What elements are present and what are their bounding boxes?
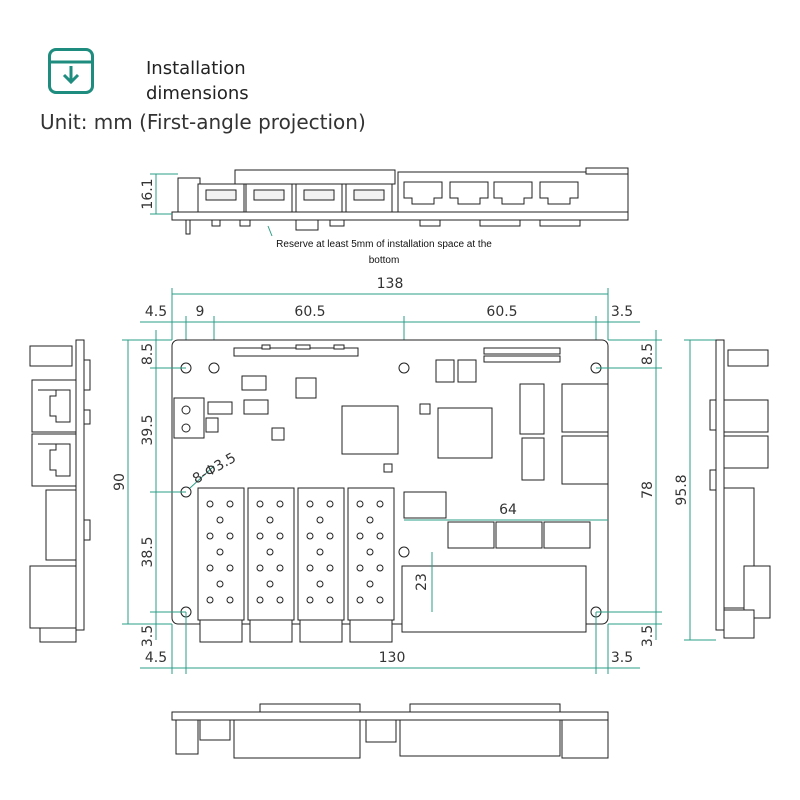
sfp-cages [197, 487, 395, 643]
board-top-view: 8-Φ3.5 64 23 [171, 339, 609, 643]
bottom-dimensions: 4.5 130 3.5 [140, 612, 640, 674]
page-title: Installation dimensions [146, 58, 249, 104]
dim-3-5-top-label: 3.5 [611, 304, 633, 320]
dim-138-label: 138 [377, 276, 404, 292]
dim-60-5-b-label: 60.5 [486, 304, 517, 320]
dim-9-label: 9 [196, 304, 205, 320]
dim-64-label: 64 [499, 502, 517, 518]
side-view-top: 16.1 Reserve at least 5mm of installatio… [140, 167, 629, 266]
dim-8-5-left-label: 8.5 [140, 343, 156, 365]
dim-4-5-bottom-label: 4.5 [145, 650, 167, 666]
dim-95-8-label: 95.8 [674, 474, 690, 505]
download-arrow-icon [51, 60, 91, 85]
side-view-right [709, 339, 771, 639]
dim-3-5-left-label: 3.5 [140, 625, 156, 647]
dim-3-5-right-label: 3.5 [640, 625, 656, 647]
installation-note-line2: bottom [369, 255, 400, 266]
unit-label: Unit: mm (First-angle projection) [40, 110, 366, 134]
dim-23-label: 23 [414, 573, 430, 591]
dim-3-5-bottom-label: 3.5 [611, 650, 633, 666]
download-box-icon [48, 48, 94, 94]
dim-130-label: 130 [379, 650, 406, 666]
left-dimensions: 90 8.5 39.5 38.5 3.5 [112, 330, 186, 647]
right-dimensions: 8.5 78 3.5 95.8 [596, 330, 716, 647]
dim-38-5-label: 38.5 [140, 536, 156, 567]
dim-8-5-right-label: 8.5 [640, 343, 656, 365]
dim-90-label: 90 [112, 473, 128, 491]
dim-39-5-label: 39.5 [140, 414, 156, 445]
side-view-left [29, 339, 91, 643]
top-dimensions: 138 4.5 9 60.5 60.5 3.5 [140, 276, 640, 360]
height-16-1-label: 16.1 [140, 178, 156, 209]
dim-78-label: 78 [640, 481, 656, 499]
installation-note-line1: Reserve at least 5mm of installation spa… [276, 239, 492, 250]
dim-4-5-top-label: 4.5 [145, 304, 167, 320]
side-view-bottom [171, 703, 609, 759]
dim-60-5-a-label: 60.5 [294, 304, 325, 320]
